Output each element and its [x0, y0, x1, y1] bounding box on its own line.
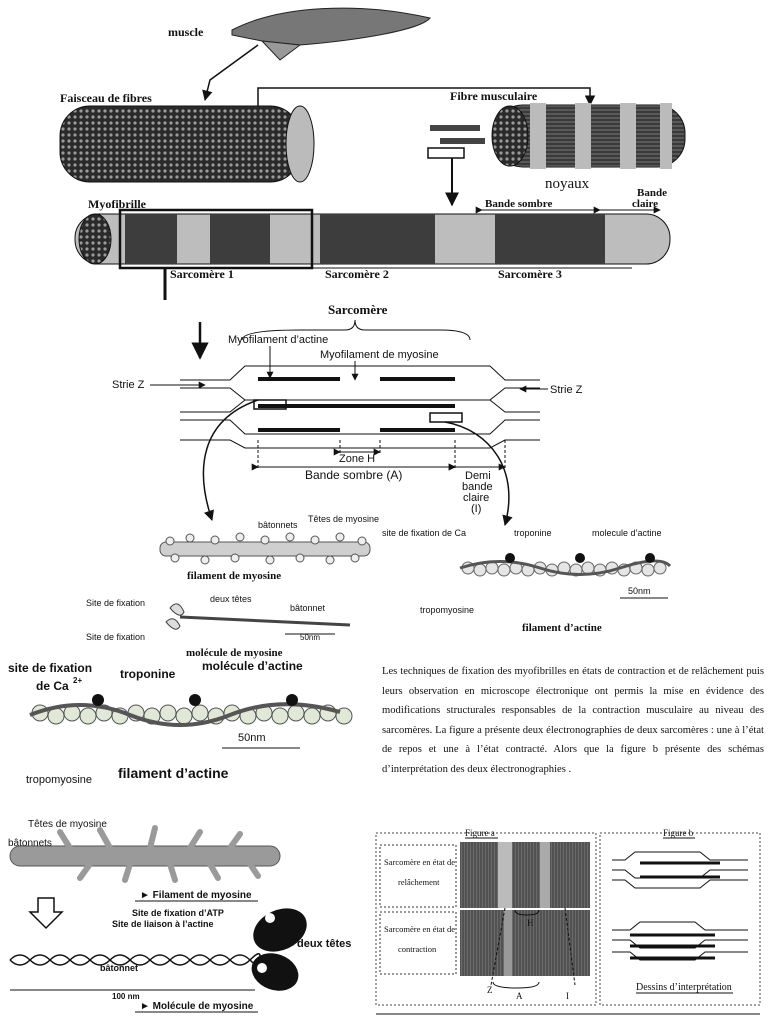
- fibre-musculaire-shape: [427, 103, 686, 169]
- small-actin-filament: [459, 553, 672, 599]
- label-con-1: Sarcomère en état de: [384, 924, 455, 934]
- sarcomere-schema: [180, 365, 540, 471]
- label-demi-2: bande: [462, 481, 493, 493]
- big-myosin-filament: [9, 825, 281, 883]
- label-demi-3: claire: [463, 492, 489, 504]
- label-scale-100nm: 100 nm: [112, 992, 140, 1001]
- label-demi-4: (I): [471, 503, 481, 515]
- label-strie-z-right: Strie Z: [550, 384, 583, 396]
- label-site-fixation-big: site de fixation: [8, 661, 92, 675]
- label-troponine-big: troponine: [120, 667, 176, 681]
- label-scale-50nm-small: 50nm: [300, 633, 320, 642]
- label-con-2: contraction: [398, 944, 437, 954]
- label-figure-a: Figure a: [465, 828, 495, 838]
- label-site-liaison: Site de liaison à l’actine: [112, 919, 214, 929]
- label-rel-2: relâchement: [398, 877, 440, 887]
- label-dessins-interpretation: Dessins d’interprétation: [636, 982, 732, 993]
- interpretation-drawing-contracted: [612, 921, 748, 961]
- label-molecule-actine-small: molecule d’actine: [592, 528, 662, 538]
- label-strie-z-left: Strie Z: [112, 379, 145, 391]
- label-troponine-small: troponine: [514, 528, 552, 538]
- caption-molecule-myosine: molécule de myosine: [186, 647, 283, 659]
- explanation-paragraph: Les techniques de fixation des myofibril…: [382, 666, 764, 775]
- label-a: A: [516, 991, 523, 1001]
- myofibrille-shape: [74, 208, 671, 270]
- label-scale-50nm-actin-small: 50nm: [628, 586, 651, 596]
- figure-b-frame: [599, 832, 761, 1006]
- label-i: I: [566, 991, 569, 1001]
- caption-molecule-myosine-big: ► Molécule de myosine: [140, 1001, 254, 1012]
- label-tropomyosine-big: tropomyosine: [26, 774, 92, 786]
- label-bande-sombre-top: Bande sombre: [485, 198, 552, 210]
- label-batonnet-small: bâtonnet: [290, 603, 326, 613]
- caption-filament-myosine-big: ► Filament de myosine: [140, 890, 252, 901]
- label-bande-claire-top-2: claire: [632, 198, 658, 210]
- label-ca-superscript: 2+: [73, 676, 82, 685]
- label-deux-tetes-small: deux têtes: [210, 594, 252, 604]
- label-site-fixation-2: Site de fixation: [86, 632, 145, 642]
- label-demi-1: Demi: [465, 470, 491, 482]
- label-tetes-small: Têtes de myosine: [308, 514, 379, 524]
- label-site-atp: Site de fixation d’ATP: [132, 908, 224, 918]
- label-sarcomere-2: Sarcomère 2: [325, 267, 389, 281]
- label-faisceau: Faisceau de fibres: [60, 91, 152, 105]
- label-sarcomere-1: Sarcomère 1: [170, 267, 234, 281]
- label-myofilament-actine: Myofilament d’actine: [228, 334, 328, 346]
- big-myosin-molecule: [9, 908, 307, 991]
- label-batonnets-small: bâtonnets: [258, 520, 298, 530]
- caption-filament-actine-small: filament d’actine: [522, 622, 602, 634]
- big-actin-filament: [29, 694, 353, 749]
- label-site-ca-small: site de fixation de Ca: [382, 528, 466, 538]
- caption-filament-actine-big: filament d’actine: [118, 765, 229, 781]
- label-noyaux: noyaux: [545, 176, 590, 192]
- label-sarcomere-title: Sarcomère: [328, 302, 388, 317]
- label-tropomyosine-small: tropomyosine: [420, 605, 474, 615]
- faisceau-fibres-shape: [59, 105, 315, 183]
- label-de-ca-big: de Ca: [36, 679, 69, 693]
- label-bande-claire-top-1: Bande: [637, 187, 667, 199]
- label-myofibrille: Myofibrille: [88, 197, 147, 211]
- label-sarcomere-3: Sarcomère 3: [498, 267, 562, 281]
- label-batonnet-big: bâtonnet: [100, 963, 138, 973]
- label-bande-a: Bande sombre (A): [305, 468, 402, 482]
- micrograph-relaxed: [460, 842, 590, 908]
- label-deux-tetes-big: deux têtes: [297, 938, 351, 950]
- label-figure-b: Figure b: [663, 828, 694, 838]
- label-h: H: [527, 918, 534, 928]
- figure-a-frame: [375, 832, 597, 1006]
- label-site-fixation-1: Site de fixation: [86, 598, 145, 608]
- label-tetes-big: Têtes de myosine: [28, 819, 107, 830]
- label-z: Z: [487, 985, 493, 995]
- caption-filament-myosine: filament de myosine: [187, 570, 281, 582]
- micrograph-contracted: [460, 910, 590, 976]
- down-arrow-icon: [28, 897, 64, 930]
- small-myosin-filament: [159, 532, 371, 565]
- label-zone-h: Zone H: [339, 453, 375, 465]
- label-rel-1: Sarcomère en état de: [384, 857, 455, 867]
- small-myosin-molecule: [165, 603, 351, 635]
- label-batonnets-big: bâtonnets: [8, 838, 52, 849]
- label-muscle: muscle: [168, 25, 204, 39]
- muscle-shape: [231, 7, 431, 61]
- label-myofilament-myosine: Myofilament de myosine: [320, 349, 439, 361]
- label-scale-50nm-big: 50nm: [238, 732, 266, 744]
- label-fibre: Fibre musculaire: [450, 89, 538, 103]
- interpretation-drawing-relaxed: [612, 851, 748, 889]
- label-molecule-actine-big: molécule d’actine: [202, 659, 303, 673]
